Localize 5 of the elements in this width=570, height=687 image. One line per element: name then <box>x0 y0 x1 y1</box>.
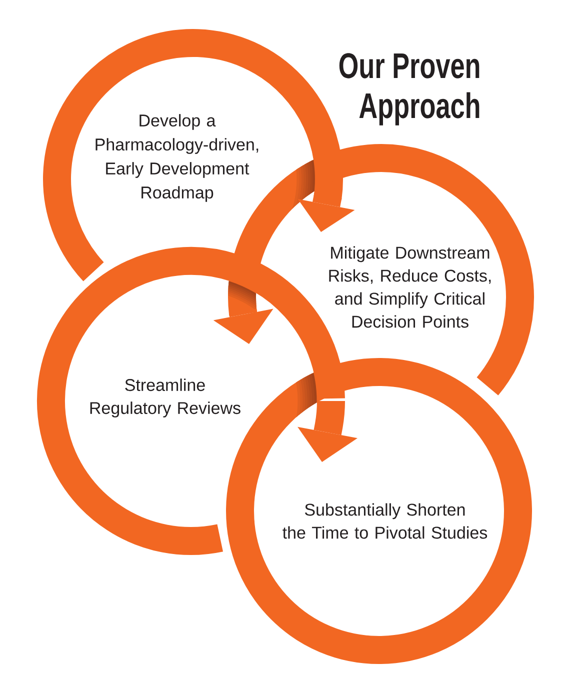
title: Our Proven Approach <box>339 53 480 126</box>
arrow <box>298 400 358 462</box>
node-label: Mitigate Downstream Risks, Reduce Costs, and Simplify Critical Decision Points <box>329 246 491 328</box>
arrow <box>213 308 274 344</box>
arrow <box>298 192 355 232</box>
